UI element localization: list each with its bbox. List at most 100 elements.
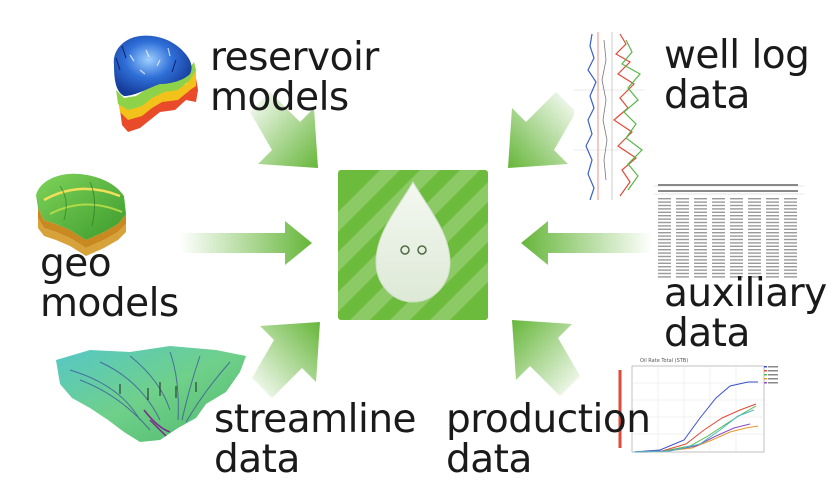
table-cell-mark [730,221,743,224]
table-cell-mark [658,232,671,234]
table-cell-mark [748,238,761,241]
table-cell-mark [748,215,761,217]
table-cell-mark [694,198,707,200]
table-cell-mark [730,218,743,220]
table-cell-mark [676,272,689,275]
table-cell-mark [694,215,707,217]
table-cell-mark [766,232,779,234]
table-cell-mark [784,198,797,200]
table-cell-mark [784,245,797,247]
table-cell-mark [658,276,671,278]
table-cell-mark [730,208,743,210]
table-cell-mark [712,242,725,244]
table-cell-mark [658,208,671,210]
table-cell-mark [784,232,797,234]
table-cell-mark [784,272,797,275]
table-cell-mark [748,208,761,210]
table-cell-mark [730,259,743,261]
table-cell-mark [730,235,743,237]
table-cell-mark [784,204,797,207]
table-cell-mark [694,238,707,241]
table-cell-mark [730,276,743,278]
table-cell-mark [712,262,725,264]
table-cell-mark [748,269,761,271]
table-cell-mark [658,266,671,268]
table-cell-mark [712,228,725,230]
table-cell-mark [748,221,761,224]
table-cell-mark [748,259,761,261]
table-cell-mark [694,269,707,271]
table-cell-mark [694,249,707,251]
table-cell-mark [748,276,761,278]
center-app-icon [338,170,488,320]
table-cell-mark [748,228,761,230]
table-cell-mark [748,262,761,264]
label-well-log-data: well log data [664,33,810,118]
table-cell-mark [766,238,779,241]
table-cell-mark [658,272,671,275]
arrow-reservoir [250,92,318,168]
table-cell-mark [712,276,725,278]
table-cell-mark [712,249,725,251]
table-cell-mark [658,225,671,227]
table-cell-mark [676,215,689,217]
table-cell-mark [712,201,725,203]
table-cell-mark [730,211,743,213]
label-line: data [664,73,750,118]
table-cell-mark [694,252,707,254]
table-cell-mark [748,201,761,203]
table-cell-mark [730,238,743,241]
table-cell-mark [766,266,779,268]
arrow-well-log [508,92,576,168]
table-cell-mark [730,204,743,207]
label-line: well log [664,33,810,78]
table-cell-mark [658,221,671,224]
table-cell-mark [694,204,707,207]
table-cell-mark [676,249,689,251]
table-cell-mark [730,252,743,254]
table-cell-mark [658,218,671,220]
table-cell-mark [712,204,725,207]
table-cell-mark [748,204,761,207]
table-cell-mark [784,269,797,271]
table-cell-mark [676,255,689,258]
production-chart-title: Oil Rate Total (STB) [640,358,688,364]
table-cell-mark [748,272,761,275]
table-cell-mark [766,211,779,213]
table-cell-mark [748,232,761,234]
table-cell-mark [676,208,689,210]
table-cell-mark [658,204,671,207]
auxiliary-table-image [654,180,804,280]
table-cell-mark [676,276,689,278]
table-cell-mark [694,225,707,227]
table-cell-mark [712,208,725,210]
table-cell-mark [784,262,797,264]
table-cell-mark [748,252,761,254]
table-cell-mark [658,262,671,264]
table-cell-mark [658,259,671,261]
table-cell-mark [766,225,779,227]
table-cell-mark [766,259,779,261]
well-log-image [574,30,644,202]
table-cell-mark [766,218,779,220]
table-cell-mark [730,215,743,217]
table-cell-mark [730,262,743,264]
table-cell-mark [748,235,761,237]
table-cell-mark [730,232,743,234]
table-cell-mark [658,201,671,203]
table-cell-mark [748,242,761,244]
table-cell-mark [658,245,671,247]
table-cell-mark [784,208,797,210]
table-cell-mark [658,238,671,241]
label-line: data [214,437,300,482]
label-geo-models: geo models [40,244,179,324]
table-cell-mark [694,211,707,213]
arrow-streamline [252,322,320,398]
table-cell-mark [748,249,761,251]
label-production-data: production data [446,400,651,480]
table-cell-mark [766,255,779,258]
table-cell-mark [712,272,725,275]
table-cell-mark [712,266,725,268]
reservoir-model-image [113,35,198,132]
table-cell-mark [730,225,743,227]
